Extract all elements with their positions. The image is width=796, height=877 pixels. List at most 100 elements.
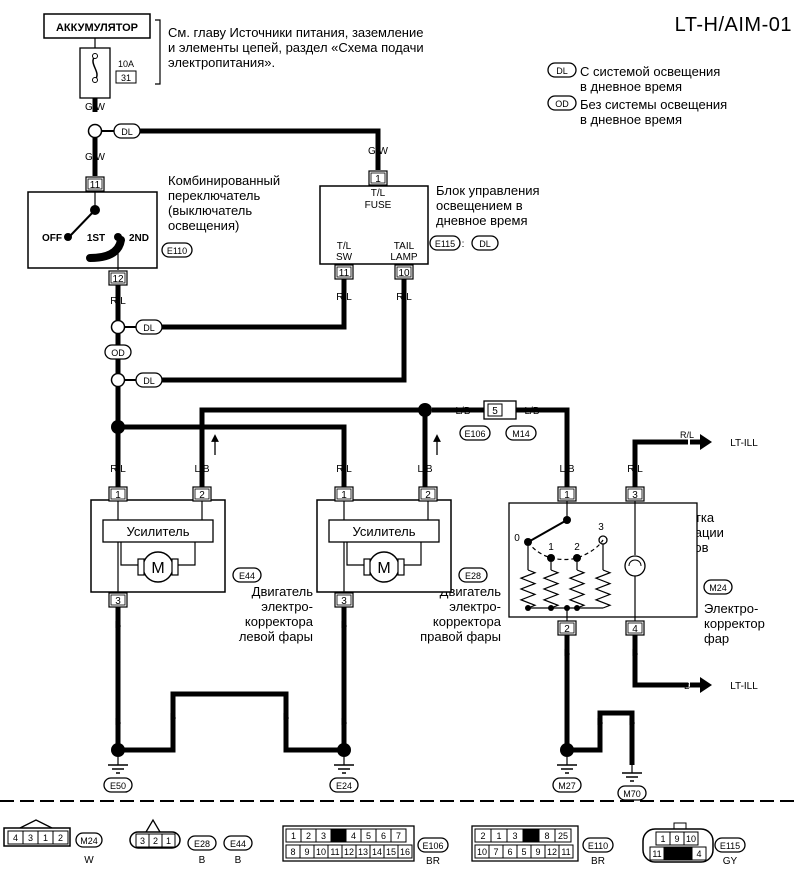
switch-contact-off: [64, 233, 72, 241]
battery-box: [43, 13, 151, 39]
e106-bottom-cell-num: 13: [358, 847, 368, 857]
corrector-pos-0: 0: [514, 533, 520, 544]
e44-view-code: [223, 835, 253, 851]
left-actuator-pin-1-inner: [110, 488, 126, 500]
corrector-pos-1: 1: [548, 542, 554, 553]
corrector-resistor-2: [568, 569, 586, 609]
lt-ill-arrow-bottom: [700, 677, 712, 693]
switch-pos-2nd: 2ND: [129, 233, 149, 244]
dl-unit-connector-text: E115: [435, 239, 455, 249]
connector-ring-dl-mid: [110, 319, 126, 335]
left-actuator-amplifier-label: Усилитель: [127, 524, 190, 539]
fuse-amps: 10A: [118, 59, 134, 69]
corrector-pos-2: 2: [574, 542, 580, 553]
combination-switch-label: Комбинированный переключатель (выключате…: [168, 173, 281, 233]
dl-oval-top-text: DL: [121, 127, 133, 137]
wire-label-b-bridge-2: B: [283, 712, 290, 723]
e115-view-code: [714, 837, 746, 853]
left-actuator-pin-2-inner: [194, 488, 210, 500]
e28-view-code-text: E28: [194, 839, 210, 849]
corrector-pin-1-inner: [559, 488, 575, 500]
e115-bottom-cell: [691, 846, 707, 861]
e110-bottom-cell-num: 5: [521, 847, 526, 857]
e106-top-cell: [390, 828, 407, 843]
dl-unit-colon: :: [462, 239, 465, 250]
od-oval-text: OD: [111, 348, 125, 358]
junction-e24: [337, 743, 351, 757]
right-actuator-motor-label: M: [377, 560, 390, 577]
corrector-contact-2: [573, 554, 581, 562]
wire-label-b-corrector: B: [632, 648, 639, 659]
switch-pos-1st: 1ST: [87, 233, 105, 244]
wire-label-rl-right: R/L: [336, 464, 352, 475]
e28-view-color: B: [199, 855, 206, 866]
dl-oval-mid-text: DL: [143, 323, 155, 333]
fuse-terminal-top: [92, 53, 98, 59]
combination-switch-connector: [161, 242, 193, 258]
corrector-bus-dot-0: [525, 605, 531, 611]
dl-unit-sw-label-2: SW: [336, 252, 353, 263]
right-actuator-pin-3-num: 3: [341, 596, 347, 607]
dl-unit-pin-fuse-num: 1: [375, 174, 381, 185]
corrector-pin-2-inner: [559, 622, 575, 634]
wire-label-gw-1: G/W: [85, 102, 106, 113]
right-actuator-pin-3-inner: [336, 594, 352, 606]
inline-connector-left-code: [459, 425, 491, 441]
connector-ring-dl-top: [87, 123, 103, 139]
m24-pins-cell-num: 1: [43, 833, 48, 843]
wire-label-lb-mid: L/B: [455, 406, 470, 417]
wire-label-lb-rightact: L/B: [417, 464, 432, 475]
right-actuator-connector-text: E28: [465, 571, 481, 581]
corrector-resistor-0: [519, 569, 537, 609]
legend-dl-text: С системой освещения в дневное время: [580, 64, 721, 94]
wire-label-b-m70-b: B: [629, 717, 636, 728]
e44-view-code-text: E44: [230, 839, 246, 849]
e28-view-code: [187, 835, 217, 851]
fuse-terminal-bottom: [92, 77, 98, 83]
right-actuator-connector: [458, 567, 488, 583]
dl-unit-tail-label-2: LAMP: [390, 252, 418, 263]
wire-label-lb-right: L/B: [524, 406, 539, 417]
wire-rl-to-right-actuator: [118, 424, 347, 488]
right-actuator-motor-lead-b: [401, 542, 422, 566]
right-actuator-pin-1-inner: [336, 488, 352, 500]
e115-bottom-cell: [677, 846, 693, 861]
m24-pins-cell-num: 3: [28, 833, 33, 843]
lt-ill-label-bottom: LT-ILL: [730, 681, 758, 692]
wire-label-rl-lt-ill: R/L: [680, 430, 694, 440]
m24-pins-cell-num: 4: [13, 833, 18, 843]
fuse-number-box: [115, 70, 137, 84]
e106-bottom-cell-num: 14: [372, 847, 382, 857]
dl-unit-fuse-label-1: T/L: [371, 188, 386, 199]
e28-pins-cell-num: 3: [140, 836, 145, 846]
switch-pos-off: OFF: [42, 233, 62, 244]
e115-bottom-cell-num: 4: [696, 849, 701, 859]
wire-b-m70: [567, 710, 635, 765]
e115-key: [673, 822, 687, 830]
corrector-pin-3-inner: [627, 488, 643, 500]
corrector-pos-3: 3: [598, 522, 604, 533]
wire-label-b-corrector-2: B: [564, 648, 571, 659]
e110-bottom-cell-num: 10: [477, 847, 487, 857]
m24-view-code: [75, 832, 103, 848]
corrector-pin-1-num: 1: [564, 490, 570, 501]
wire-label-b-left: B: [115, 620, 122, 631]
illum-lamp-filament: [628, 559, 642, 567]
page-code: LT-H/AIM-01: [674, 14, 792, 36]
left-actuator-pin-3-inner: [110, 594, 126, 606]
left-actuator-connector-text: E44: [239, 571, 255, 581]
lt-ill-arrow-top: [700, 434, 712, 450]
left-actuator-pin-3-num: 3: [115, 596, 121, 607]
corrector-connector: [703, 579, 733, 595]
wire-label-rl-tail: R/L: [396, 292, 412, 303]
e106-view-code: [417, 837, 449, 853]
left-actuator-connector: [232, 567, 262, 583]
combination-switch-connector-text: E110: [167, 246, 187, 256]
corrector-resistor-1: [542, 569, 560, 609]
wire-rl-to-sw: [162, 279, 347, 330]
e110-bottom-cell-num: 12: [547, 847, 557, 857]
e106-bottom-cell-num: 10: [316, 847, 326, 857]
e110-bottom-cell-num: 7: [493, 847, 498, 857]
fuse-number: 31: [121, 73, 131, 83]
e110-view-code-text: E110: [588, 841, 608, 851]
